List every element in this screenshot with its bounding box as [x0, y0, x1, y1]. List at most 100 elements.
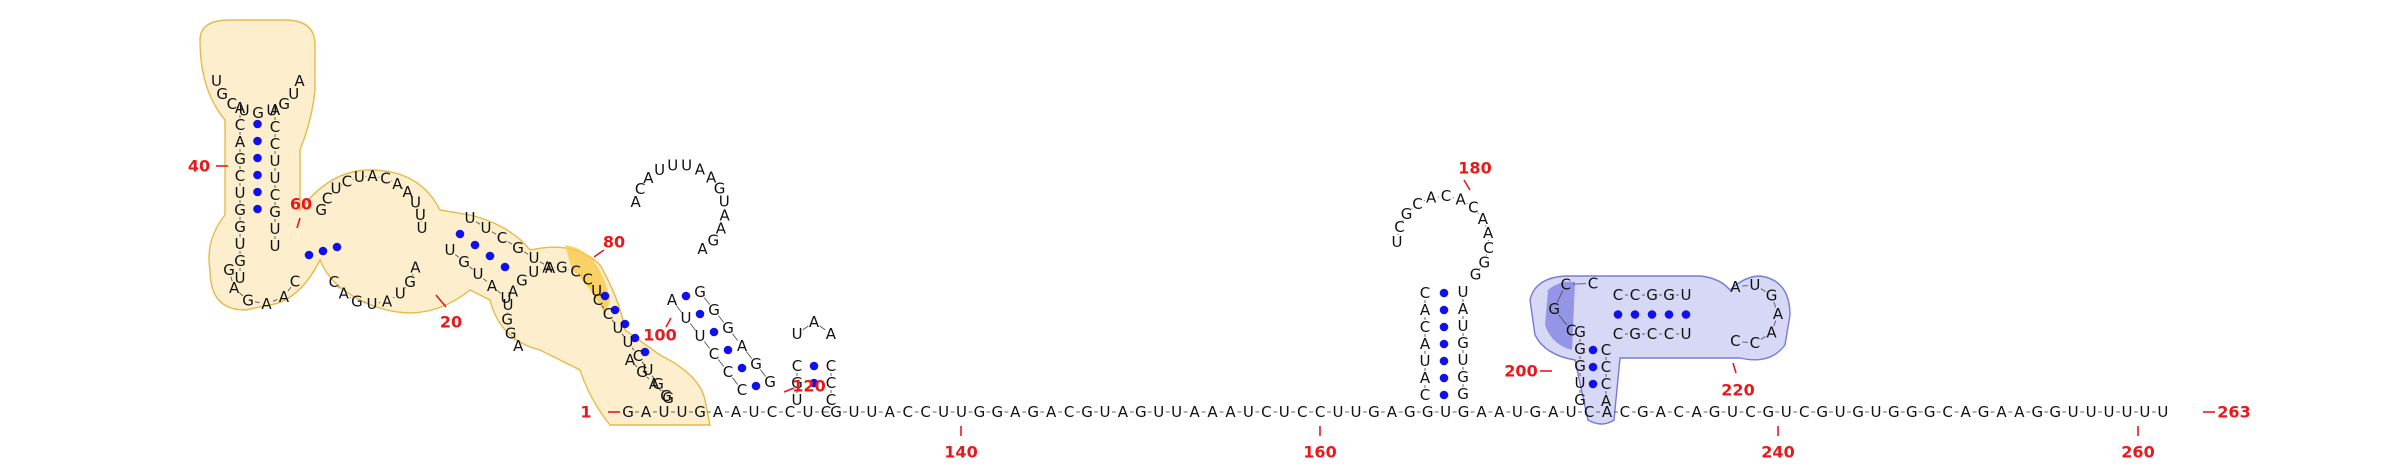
- stem-d-right: G: [722, 319, 734, 337]
- stem-f-left: C: [1420, 386, 1430, 404]
- tail-nucleotide: U: [866, 403, 877, 421]
- stem-h-bottom: C: [1613, 325, 1623, 343]
- tail-nucleotide: G: [1709, 403, 1721, 421]
- label-80: 80: [603, 233, 625, 252]
- stem-f-right: A: [1458, 300, 1469, 318]
- tail-nucleotide: G: [974, 403, 986, 421]
- stem-g-right: C: [1601, 358, 1611, 376]
- stem-b-left: U: [445, 241, 456, 259]
- tail-nucleotide: A: [1225, 403, 1236, 421]
- tail-nucleotide: U: [956, 403, 967, 421]
- label-220: 220: [1721, 381, 1754, 400]
- tail-nucleotide: U: [1835, 403, 1846, 421]
- baseline-nucleotide: U: [803, 403, 814, 421]
- loop-g-side: G: [1548, 300, 1560, 318]
- loop-e: U: [792, 325, 803, 343]
- base-pair-dot: [1440, 323, 1449, 332]
- tail-nucleotide: C: [1745, 403, 1755, 421]
- tail-nucleotide: U: [2121, 403, 2132, 421]
- stem-a-left: G: [234, 218, 246, 236]
- stem-f-left: A: [1420, 369, 1431, 387]
- loop-c: G: [707, 231, 719, 249]
- loop-a-base: G: [223, 261, 235, 279]
- tail-nucleotide: G: [1852, 403, 1864, 421]
- loop-g-side: C: [1566, 321, 1576, 339]
- stem-a-right: C: [270, 186, 280, 204]
- tail-nucleotide: U: [2086, 403, 2097, 421]
- loop-f: C: [1441, 187, 1451, 205]
- tail-nucleotide: G: [1816, 403, 1828, 421]
- tail-nucleotide: C: [1064, 403, 1074, 421]
- stem-e-right: C: [826, 357, 836, 375]
- multiloop-a: U: [354, 168, 365, 186]
- stem-f-right: G: [1457, 385, 1469, 403]
- stem-g-right: C: [1601, 375, 1611, 393]
- tail-nucleotide: C: [1620, 403, 1630, 421]
- stem-a-right: U: [270, 169, 281, 187]
- stem-c-left: C: [593, 291, 603, 309]
- loop-c: A: [695, 161, 706, 179]
- baseline-nucleotide: A: [731, 403, 742, 421]
- tail-nucleotide: C: [1673, 403, 1683, 421]
- base-pair-dot: [253, 137, 262, 146]
- multiloop-a-lower: C: [329, 273, 339, 291]
- tail-nucleotide: A: [1692, 403, 1703, 421]
- base-pair-dot: [1665, 310, 1674, 319]
- baseline-nucleotide: G: [694, 403, 706, 421]
- multiloop-a: A: [367, 167, 378, 185]
- multiloop-a-lower: A: [339, 285, 350, 303]
- label-20: 20: [440, 313, 462, 332]
- loop-f: A: [1455, 191, 1466, 209]
- tail-nucleotide: G: [992, 403, 1004, 421]
- stem-f-left: C: [1420, 284, 1430, 302]
- base-pair-dot: [1648, 310, 1657, 319]
- tail-nucleotide: G: [1978, 403, 1990, 421]
- base-pair-dot: [501, 263, 510, 272]
- stem-d-right: A: [737, 337, 748, 355]
- tail-nucleotide: U: [2068, 403, 2079, 421]
- stem-d-right: G: [764, 373, 776, 391]
- stem-g-left: U: [1575, 374, 1586, 392]
- loop-f: C: [1412, 195, 1422, 213]
- tail-nucleotide: A: [1189, 403, 1200, 421]
- tail-nucleotide: U: [1171, 403, 1182, 421]
- tail-nucleotide: C: [920, 403, 930, 421]
- stem-h-top: U: [1681, 286, 1692, 304]
- label-260: 260: [2121, 443, 2154, 462]
- stem-d-left: A: [667, 291, 678, 309]
- label-180: 180: [1458, 159, 1491, 178]
- label-100: 100: [643, 326, 676, 345]
- loop-h: A: [1773, 305, 1784, 323]
- stem-d-left: C: [709, 345, 719, 363]
- tail-nucleotide: G: [1027, 403, 1039, 421]
- label-1: 1: [580, 403, 591, 422]
- stem-d-left: C: [737, 381, 747, 399]
- multiloop-a: U: [330, 180, 341, 198]
- stem-a-left: G: [234, 252, 246, 270]
- tail-nucleotide: C: [1315, 403, 1325, 421]
- tail-nucleotide: U: [1099, 403, 1110, 421]
- stem-a-left: U: [235, 184, 246, 202]
- base-pair-dot: [319, 247, 328, 256]
- tail-nucleotide: G: [1637, 403, 1649, 421]
- multiloop-a: C: [380, 169, 390, 187]
- loop-h: C: [1750, 334, 1760, 352]
- tail-nucleotide: U: [1870, 403, 1881, 421]
- stem-a-right: U: [270, 152, 281, 170]
- stem-a-right: U: [270, 220, 281, 238]
- multiloop-a: U: [417, 219, 428, 237]
- tail-nucleotide: U: [2157, 403, 2168, 421]
- stem-f-left: A: [1420, 335, 1431, 353]
- base-pair-dot: [471, 241, 480, 250]
- base-pair-dot: [810, 362, 819, 371]
- stem-a-right: G: [269, 203, 281, 221]
- stem-a-right: C: [270, 118, 280, 136]
- stem-f-right: G: [1457, 368, 1469, 386]
- base-pair-dot: [682, 292, 691, 301]
- stem-a-left: C: [235, 167, 245, 185]
- loop-e: A: [809, 313, 820, 331]
- tail-nucleotide: G: [2049, 403, 2061, 421]
- baseline-nucleotide: G: [622, 403, 634, 421]
- loop-c: A: [643, 169, 654, 187]
